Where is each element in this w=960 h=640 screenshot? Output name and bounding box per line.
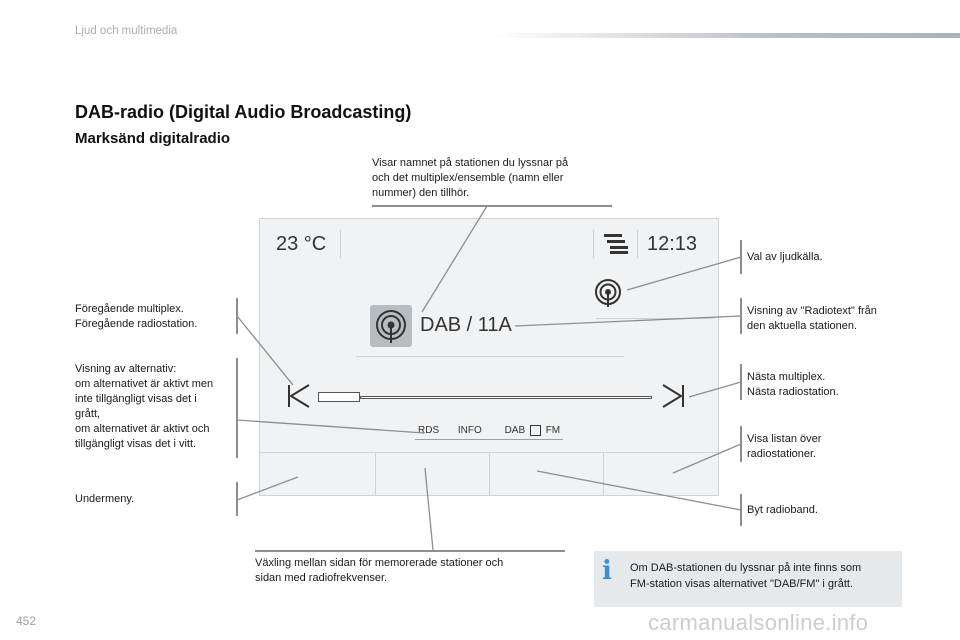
leader-line: [514, 315, 742, 327]
annotation-station-name: Visar namnet på stationen du lyssnar på …: [372, 157, 569, 199]
previous-icon[interactable]: [286, 383, 312, 409]
option-fm[interactable]: FM: [545, 425, 561, 437]
dab-fm-toggle-icon: [529, 425, 541, 436]
source-broadcast-icon[interactable]: [592, 277, 624, 309]
option-rds[interactable]: RDS: [418, 425, 440, 437]
page-title: DAB-radio (Digital Audio Broadcasting): [75, 102, 412, 122]
divider: [596, 318, 714, 319]
station-display: DAB / 11A: [420, 314, 512, 336]
section-title: Ljud och multimedia: [75, 25, 178, 37]
annotation-overline: [255, 550, 565, 552]
annotation-source: Val av ljudkälla.: [747, 251, 823, 263]
tab-4[interactable]: [604, 452, 718, 496]
annotation-underline: [372, 205, 612, 207]
tab-2[interactable]: [376, 452, 490, 496]
options-underline: [415, 439, 563, 440]
annotation-list: Visa listan över radiostationer.: [747, 433, 822, 460]
leader-line: [626, 256, 742, 291]
radio-screen: [259, 218, 719, 496]
divider: [637, 230, 638, 258]
divider: [593, 230, 594, 258]
annotation-options: Visning av alternativ: om alternativet ä…: [75, 363, 214, 450]
leader-line: [424, 467, 434, 551]
leader-line: [536, 470, 742, 511]
header-rule: [490, 33, 960, 38]
broadcast-icon: [370, 305, 412, 347]
frequency-slider-thumb[interactable]: [318, 392, 360, 402]
option-info[interactable]: INFO: [457, 425, 482, 437]
frequency-slider-track[interactable]: [360, 396, 652, 399]
page-subtitle: Marksänd digitalradio: [75, 130, 231, 147]
clock-display: 12:13: [647, 233, 698, 255]
info-note: [594, 551, 902, 607]
tab-1[interactable]: [260, 452, 376, 496]
annotation-submenu: Undermeny.: [75, 493, 135, 505]
leader-line: [236, 476, 299, 501]
watermark: carmanualsonline.info: [648, 610, 869, 635]
divider: [356, 356, 624, 357]
leader-line: [236, 419, 425, 434]
next-icon[interactable]: [660, 383, 686, 409]
annotation-radiotext: Visning av "Radiotext" från den aktuella…: [747, 305, 877, 332]
info-note-text: Om DAB-stationen du lyssnar på inte finn…: [630, 562, 862, 590]
divider: [340, 230, 341, 258]
info-icon: i: [602, 556, 612, 586]
leader-line: [688, 381, 742, 398]
annotation-bar: [236, 358, 238, 458]
leader-line: [672, 443, 742, 474]
leader-line: [236, 315, 294, 386]
temperature-display: 23 °C: [276, 233, 327, 255]
annotation-bar: [236, 482, 238, 516]
tab-3[interactable]: [490, 452, 604, 496]
options-row: RDS INFO DAB FM: [418, 425, 560, 436]
leader-line: [421, 205, 488, 313]
option-dab[interactable]: DAB: [504, 425, 526, 437]
annotation-next: Nästa multiplex. Nästa radiostation.: [747, 371, 839, 398]
list-icon[interactable]: [603, 232, 629, 256]
annotation-previous: Föregående multiplex. Föregående radiost…: [75, 303, 198, 330]
annotation-switch: Växling mellan sidan för memorerade stat…: [255, 557, 504, 584]
page-number: 452: [16, 614, 37, 628]
annotation-band: Byt radioband.: [747, 504, 818, 516]
